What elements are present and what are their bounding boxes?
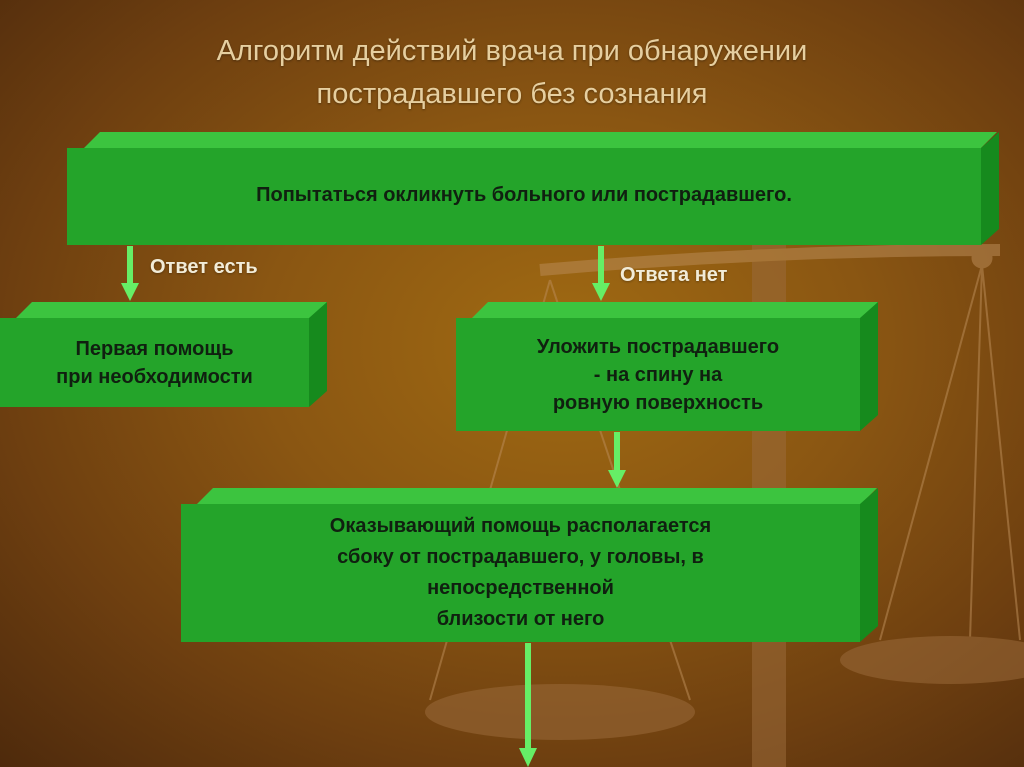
scale-string-2 [981, 264, 1021, 641]
box-lay-patient: Уложить пострадавшего - на спину на ровн… [456, 318, 860, 431]
box-lay-top-face [472, 302, 878, 318]
box-first-aid-side-face [309, 302, 327, 407]
box-position-side-face [860, 488, 878, 642]
label-answer-no: Ответа нет [620, 264, 728, 286]
box-position-line-1: Оказывающий помощь располагается [329, 515, 712, 537]
title-line-2: пострадавшего без сознания [316, 78, 708, 110]
arrow-answer-yes [121, 246, 139, 301]
box-call-text: Попытаться окликнуть больного или постра… [256, 183, 792, 206]
slide-title: Алгоритм действий врача при обнаружении … [100, 30, 924, 116]
arrow-down-exit [519, 643, 537, 767]
title-line-1: Алгоритм действий врача при обнаружении [216, 35, 808, 67]
scale-string-3 [969, 264, 983, 641]
box-first-aid-line-2: при необходимости [56, 365, 253, 388]
box-first-aid-top-face [16, 302, 327, 318]
box-lay-line-3: ровную поверхность [552, 391, 764, 414]
box-first-aid: Первая помощь при необходимости [0, 318, 309, 407]
box-call-top-face [84, 132, 997, 148]
box-call-side-face [981, 132, 999, 245]
box-position-line-2: сбоку от пострадавшего, у головы, в [337, 546, 704, 568]
box-first-aid-line-1: Первая помощь [75, 337, 234, 360]
box-position-line-4: близости от него [436, 608, 605, 630]
box-lay-side-face [860, 302, 878, 431]
label-answer-yes: Ответ есть [150, 256, 258, 278]
scale-pan-right [840, 636, 1024, 684]
box-helper-position: Оказывающий помощь располагается сбоку о… [181, 504, 860, 642]
box-lay-line-1: Уложить пострадавшего [536, 335, 780, 358]
box-lay-line-2: - на спину на [593, 363, 723, 386]
arrow-to-position [608, 432, 626, 488]
scale-pan-left [425, 684, 695, 740]
box-call-patient: Попытаться окликнуть больного или постра… [67, 148, 981, 245]
arrow-answer-no [592, 246, 610, 301]
box-position-top-face [197, 488, 877, 504]
box-position-line-3: непосредственной [427, 577, 614, 599]
scale-string-1 [879, 264, 983, 641]
